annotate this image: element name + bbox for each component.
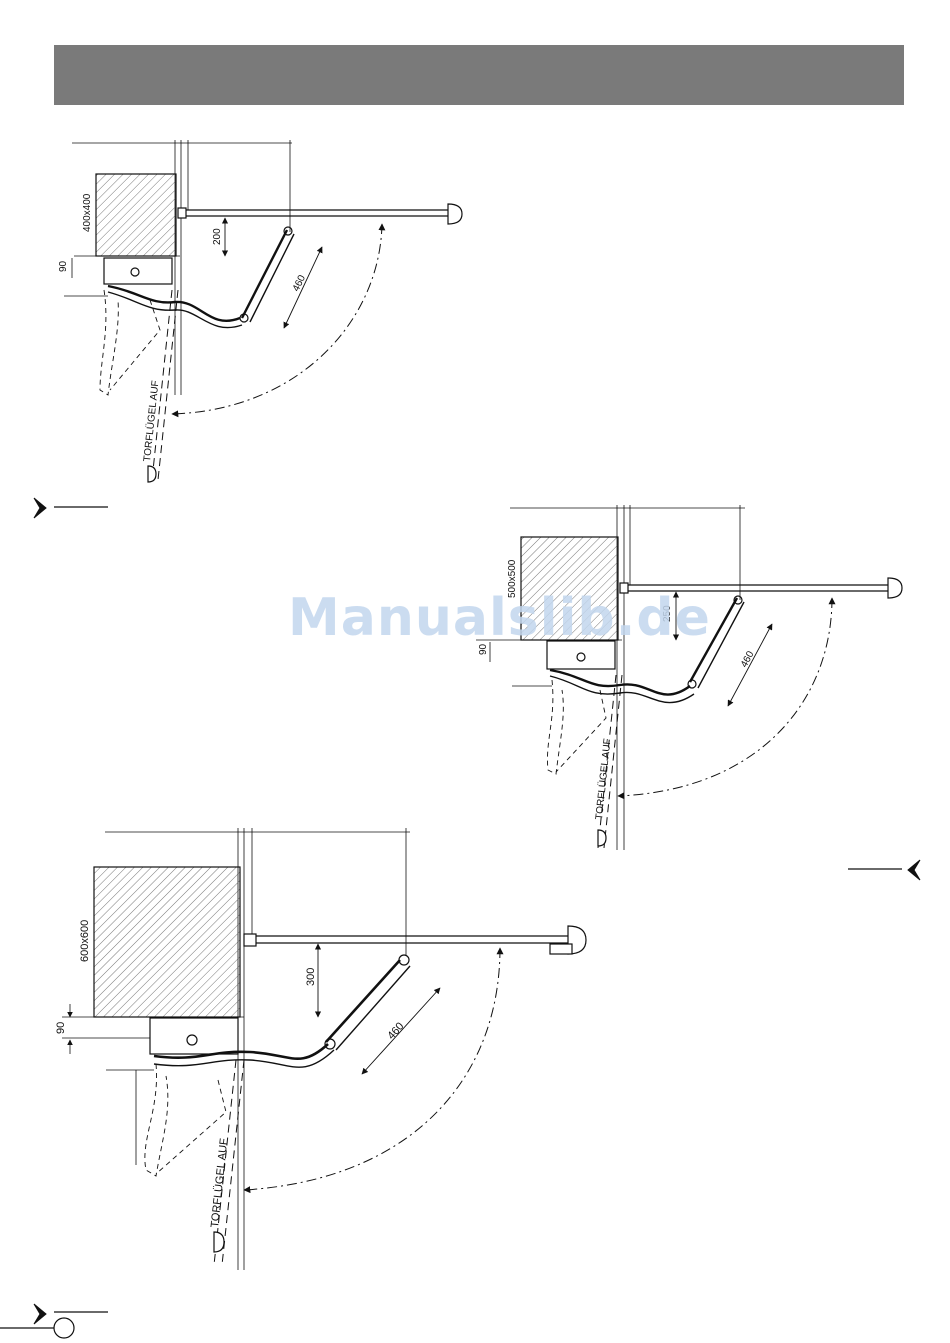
motor-housing — [547, 641, 615, 669]
motor-housing — [104, 258, 172, 284]
diagram-600x600 — [62, 828, 586, 1270]
offset-dim-label: 300 — [305, 968, 317, 986]
gate-open-label: TORFLÜGEL AUF — [593, 738, 613, 820]
section-marker-2 — [848, 860, 920, 880]
edge-dim-label: 90 — [58, 260, 69, 272]
arm-length-label: 460 — [385, 1020, 406, 1042]
pillar-block — [521, 537, 618, 640]
section-marker-3 — [0, 1304, 108, 1328]
edge-dim-label: 90 — [478, 643, 489, 655]
opening-arc — [172, 224, 382, 414]
pillar-block — [96, 174, 176, 256]
arm-length-label: 460 — [739, 649, 757, 669]
curved-arm — [108, 286, 240, 321]
opening-arc — [618, 598, 832, 796]
pillar-size-label: 500x500 — [507, 559, 518, 598]
opening-arc — [244, 948, 500, 1190]
straight-arm — [242, 230, 287, 318]
straight-arm — [690, 598, 737, 682]
arm-length-label: 460 — [291, 273, 308, 293]
gate-open-label: TORFLÜGEL AUF — [209, 1137, 230, 1228]
offset-dim-label: 200 — [212, 228, 223, 245]
diagram-500x500 — [476, 505, 902, 850]
diagram-400x400 — [64, 140, 462, 482]
section-marker-1 — [34, 498, 108, 518]
pillar-size-label: 400x400 — [82, 193, 93, 232]
page-number-circle — [54, 1318, 74, 1338]
pillar-block — [94, 867, 240, 1017]
pillar-size-label: 600x600 — [79, 920, 91, 962]
offset-dim-label: 250 — [662, 605, 673, 622]
edge-dim-label: 90 — [55, 1022, 67, 1034]
